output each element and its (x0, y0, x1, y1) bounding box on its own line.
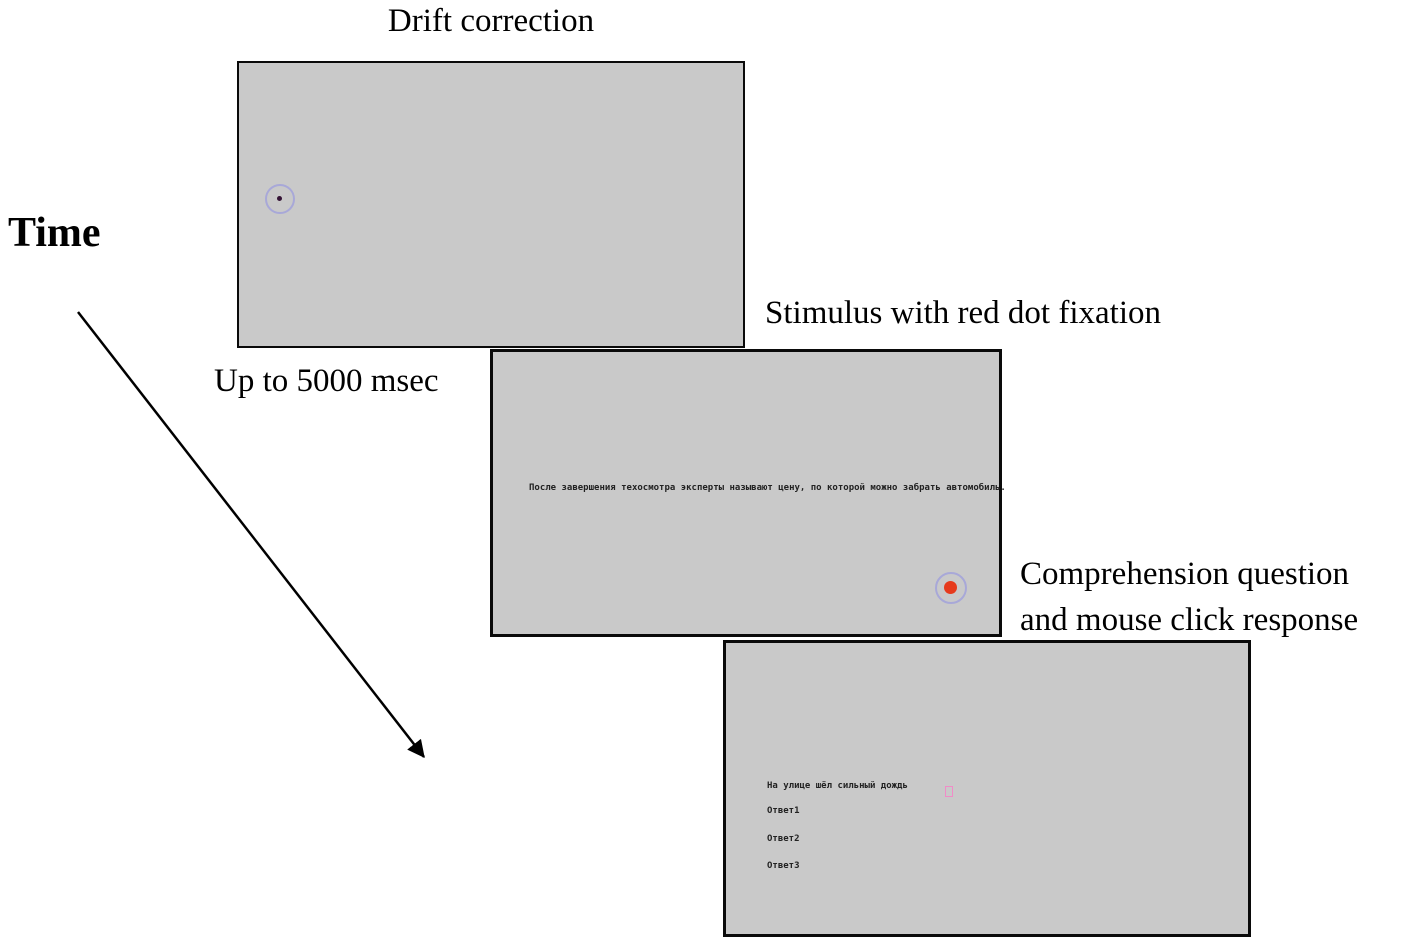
time-axis-label: Time (8, 210, 101, 256)
drift-correction-title: Drift correction (387, 3, 595, 39)
drift-target-dot-icon (277, 196, 282, 201)
question-text: На улице шёл сильный дождь (767, 781, 908, 791)
answer-option-1: Ответ1 (767, 806, 800, 816)
drift-correction-screen (237, 61, 745, 348)
answer-option-2: Ответ2 (767, 834, 800, 844)
mouse-cursor-marker-icon (945, 786, 953, 797)
comprehension-title: Comprehension question and mouse click r… (1020, 551, 1358, 643)
question-screen: На улице шёл сильный дождь Ответ1 Ответ2… (723, 640, 1251, 937)
comprehension-title-line2: and mouse click response (1020, 602, 1359, 638)
drift-target-ring-icon (265, 184, 295, 214)
answer-option-3: Ответ3 (767, 861, 800, 871)
stimulus-title: Stimulus with red dot fixation (765, 295, 1161, 331)
stimulus-sentence: После завершения техосмотра эксперты наз… (529, 483, 1006, 493)
comprehension-title-line1: Comprehension question (1020, 556, 1350, 592)
fixation-ring-icon (935, 572, 967, 604)
red-fixation-dot-icon (944, 581, 957, 594)
stimulus-screen: После завершения техосмотра эксперты наз… (490, 349, 1006, 637)
duration-label: Up to 5000 msec (214, 363, 439, 399)
